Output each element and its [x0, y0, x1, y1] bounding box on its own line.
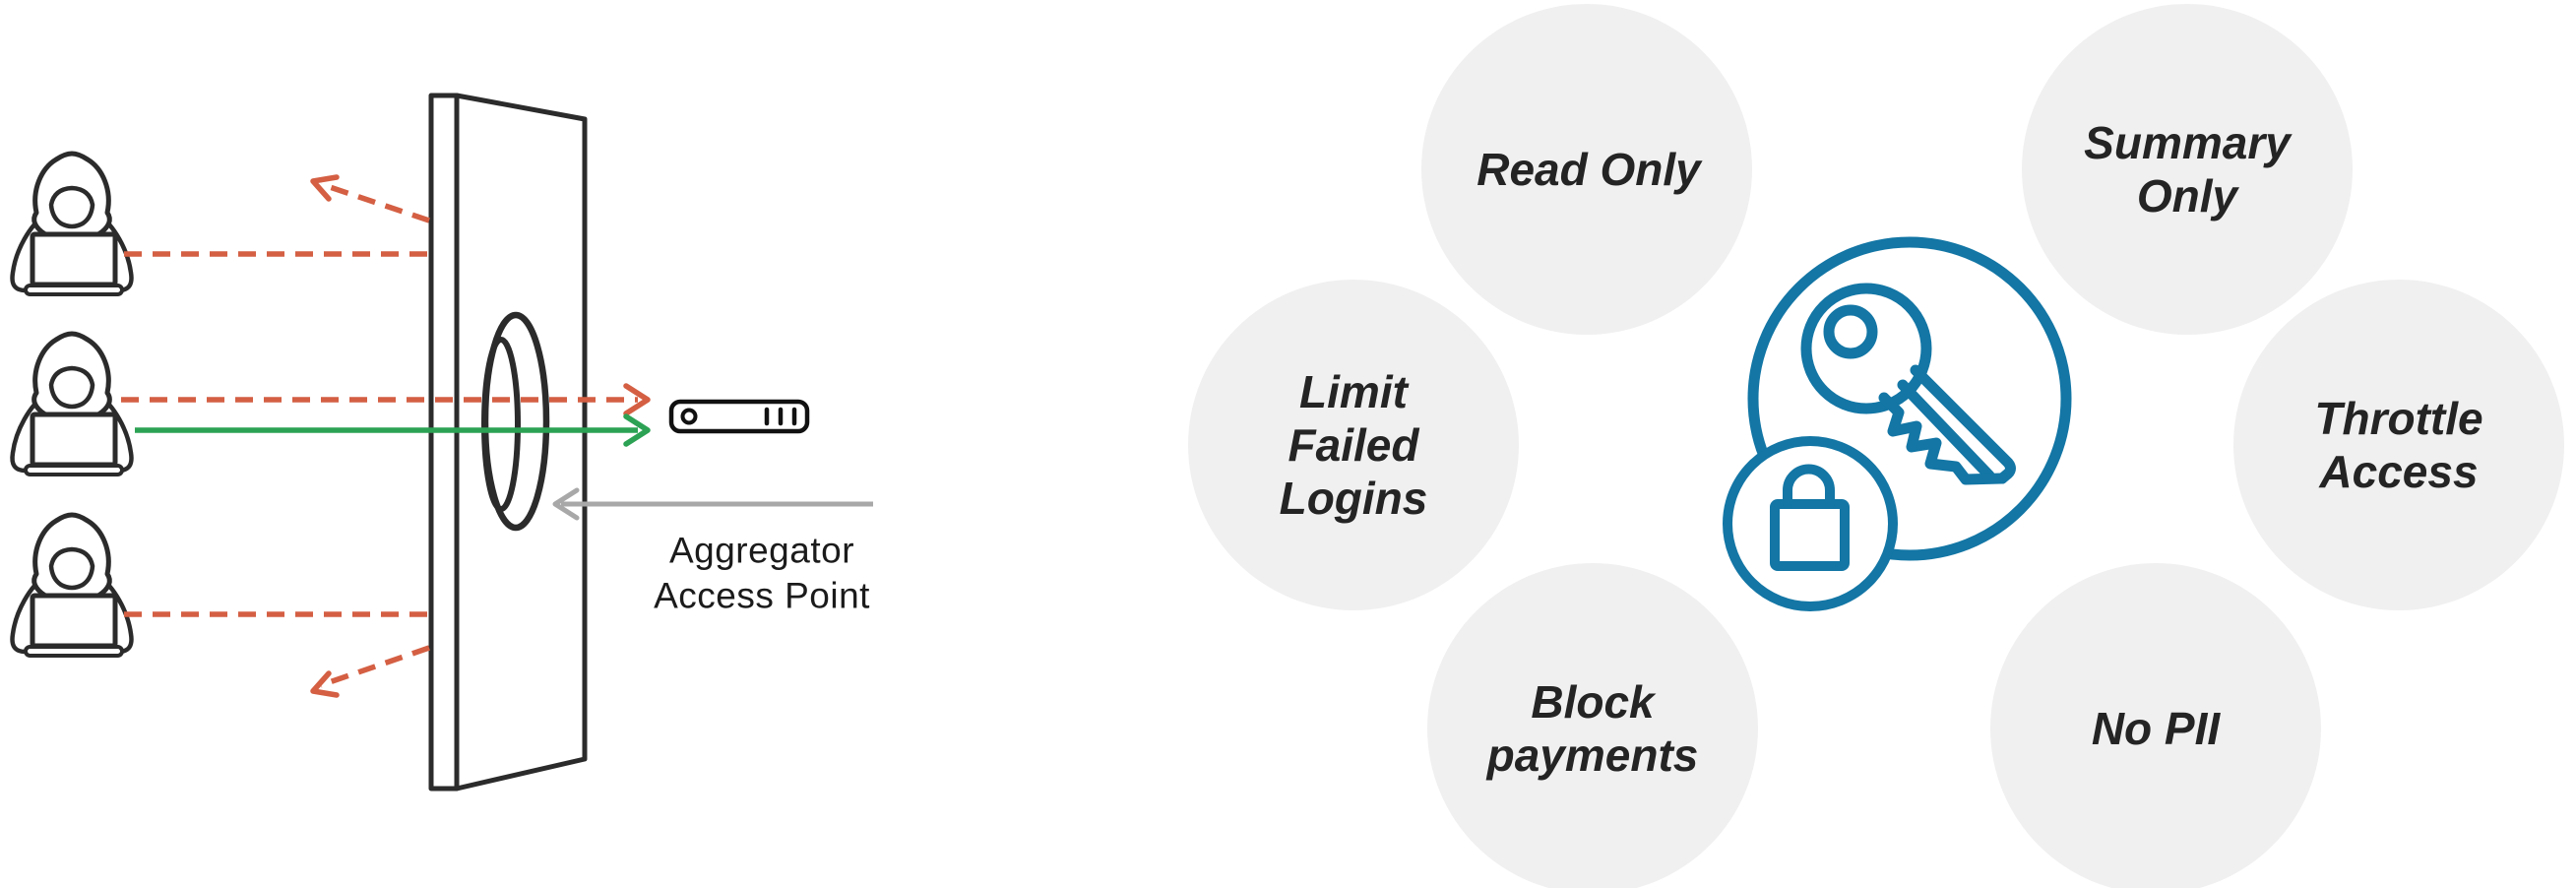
hacker-icon: [13, 154, 132, 294]
padlock-icon: [1723, 436, 1898, 611]
aggregator-label-line1: Aggregator: [669, 531, 854, 571]
bubble-label: Block: [1531, 676, 1657, 728]
probe-through-hole: [121, 383, 651, 416]
server-icon: [668, 399, 810, 434]
key-icon: [1800, 283, 2016, 485]
firewall-barrier: [428, 93, 588, 792]
bubble-label: payments: [1485, 729, 1699, 781]
aggregator-label-line2: Access Point: [654, 576, 870, 616]
aggregator-callout: Aggregator Access Point: [552, 487, 873, 616]
bubble-label: Access: [2318, 446, 2478, 497]
blocked-request-3: [124, 611, 430, 698]
bubble-label: Limit: [1299, 366, 1410, 417]
bubble-label: No PII: [2092, 703, 2222, 754]
deflected-arrowhead: [310, 670, 340, 698]
policy-diagram: Read Only Summary Only Limit Failed Logi…: [1188, 4, 2564, 888]
right-arrowhead: [623, 383, 651, 416]
allowed-connection: [135, 413, 651, 447]
bubble-label: Only: [2137, 170, 2240, 222]
access-point-hole: [481, 311, 550, 532]
right-arrowhead: [623, 413, 651, 447]
policy-bubble-summary-only: Summary Only: [2022, 4, 2353, 335]
bubble-label: Logins: [1280, 473, 1428, 524]
policy-bubble-no-pii: No PII: [1990, 563, 2321, 888]
hacker-icon: [13, 515, 132, 656]
bubble-label: Failed: [1288, 419, 1420, 471]
blocked-request-1: [124, 174, 430, 257]
policy-bubble-block-payments: Block payments: [1427, 563, 1758, 888]
bubble-label: Summary: [2084, 117, 2293, 168]
bubble-label: Read Only: [1476, 144, 1703, 195]
policy-bubble-limit-failed-logins: Limit Failed Logins: [1188, 280, 1519, 610]
policy-bubble-read-only: Read Only: [1421, 4, 1752, 335]
bubble-label: Throttle: [2314, 393, 2482, 444]
deflected-arrowhead: [310, 174, 340, 202]
attack-diagram: Aggregator Access Point: [13, 93, 873, 792]
hacker-icon: [13, 334, 132, 475]
policy-bubble-throttle-access: Throttle Access: [2233, 280, 2564, 610]
key-and-padlock-icon: [1723, 236, 2072, 611]
left-arrowhead: [552, 487, 580, 521]
